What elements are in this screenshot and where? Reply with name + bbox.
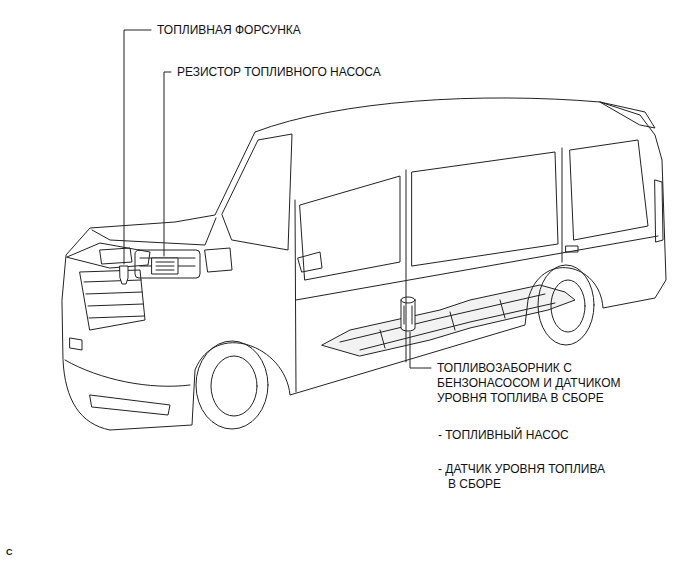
windows: [222, 134, 648, 280]
van-body: [62, 98, 666, 430]
fuel-pump-resistor: [152, 258, 178, 274]
part-label: ТОПЛИВОЗАБОРНИК С БЕНЗОНАСОСОМ И ДАТЧИКО…: [437, 361, 637, 406]
part-label: - ТОПЛИВНЫЙ НАСОС: [438, 428, 569, 443]
part-label: - ДАТЧИК УРОВНЯ ТОПЛИВА В СБОРЕ: [438, 462, 614, 492]
fuel-pump-assembly: [401, 297, 415, 331]
leader-lines: [124, 30, 431, 368]
fuel-injector: [120, 266, 128, 284]
part-label: ТОПЛИВНАЯ ФОРСУНКА: [157, 23, 301, 38]
part-label: РЕЗИСТОР ТОПЛИВНОГО НАСОСА: [177, 65, 381, 80]
front-face: [65, 243, 190, 415]
body-lines: [295, 102, 663, 392]
engine-bay: [92, 218, 232, 278]
underbody: [322, 285, 575, 356]
figure-code: C: [6, 546, 13, 558]
